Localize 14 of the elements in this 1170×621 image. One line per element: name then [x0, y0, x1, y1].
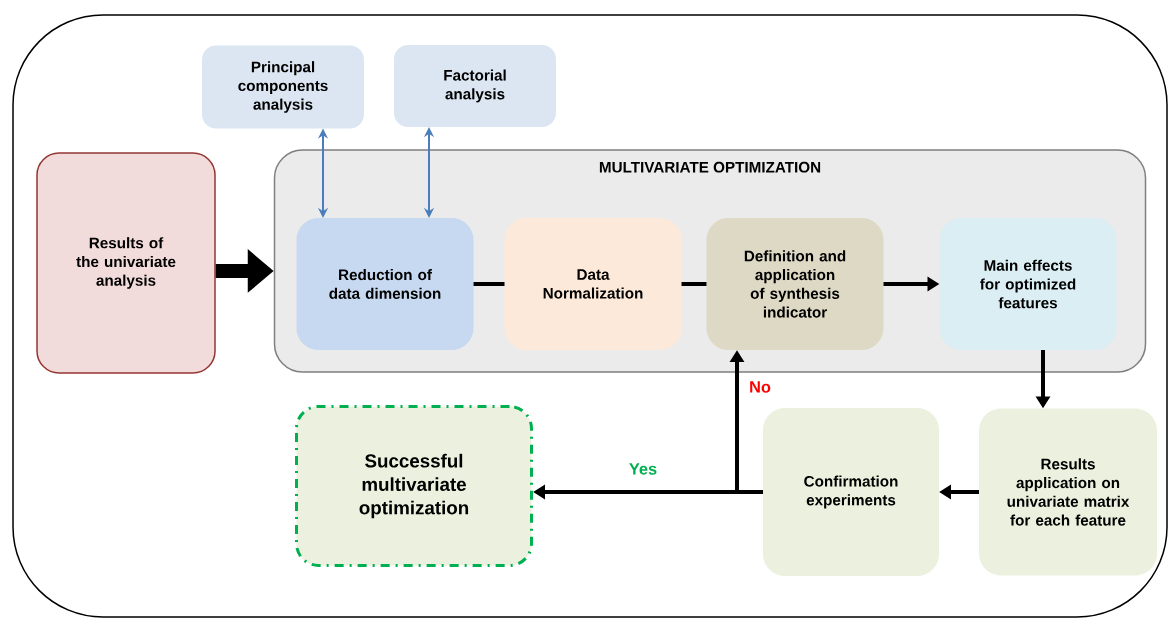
process-box: Confirmation experiments [763, 408, 939, 576]
process-box: Definition and application of synthesis indicator [706, 218, 884, 350]
input-box: Results of the univariate analysis [36, 152, 216, 374]
outcome-box: Successful multivariate optimization [295, 405, 533, 567]
edge-label: Yes [627, 462, 659, 476]
process-box: Main effects for optimized features [939, 218, 1117, 350]
edge-label: No [747, 380, 773, 394]
process-box: Reduction of data dimension [296, 218, 474, 350]
process-box: Data Normalization [504, 218, 682, 350]
method-box: Principal components analysis [202, 45, 364, 129]
connector-line [681, 282, 707, 286]
method-box: Factorial analysis [394, 45, 556, 127]
connector-line [473, 282, 505, 286]
process-box: Results application on univariate matrix for each feature [979, 408, 1157, 576]
